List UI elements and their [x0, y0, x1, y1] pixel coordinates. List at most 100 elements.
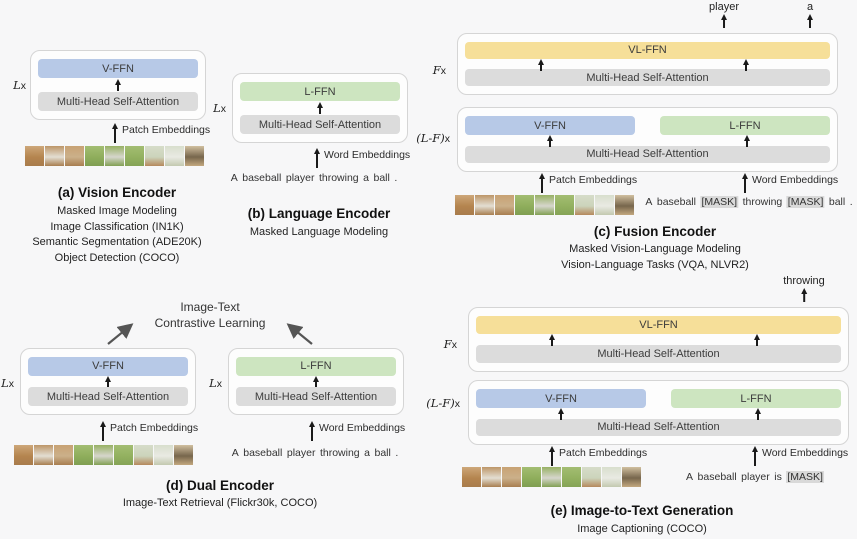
up-arrow-icon	[316, 102, 324, 114]
word-token: ball	[828, 196, 846, 208]
image-patch	[165, 146, 184, 166]
image-patch	[94, 445, 113, 465]
image-patch	[542, 467, 561, 487]
image-patch	[185, 146, 204, 166]
layer-multiplier-c-bottom: (L-F)x	[402, 131, 450, 145]
multiplier-times: x	[20, 80, 26, 92]
word-token: baseball	[242, 172, 282, 184]
l-ffn-label: L-FFN	[729, 119, 761, 132]
up-arrow-icon	[308, 421, 316, 441]
panel-c-title: (c) Fusion Encoder	[593, 224, 717, 239]
image-patch	[85, 146, 104, 166]
image-patch	[622, 467, 641, 487]
word-token: .	[395, 447, 399, 459]
vl-ffn-box: VL-FFN	[476, 316, 841, 334]
dual-vision-encoder-block: V-FFN Multi-Head Self-Attention	[20, 348, 196, 415]
generation-top-block-e: VL-FFN Multi-Head Self-Attention	[468, 307, 849, 372]
mhsa-label: Multi-Head Self-Attention	[597, 421, 720, 434]
image-patch	[54, 445, 73, 465]
panel-d-subtitle: Image-Text Retrieval (Flickr30k, COCO)	[123, 496, 317, 512]
v-ffn-box: V-FFN	[38, 59, 198, 78]
image-patch	[462, 467, 481, 487]
patch-embeddings-label: Patch Embeddings	[559, 447, 648, 459]
patch-embeddings-label: Patch Embeddings	[110, 422, 199, 434]
image-patch	[14, 445, 33, 465]
word-token: baseball	[243, 447, 283, 459]
up-arrow-icon	[743, 135, 751, 147]
word-token: .	[394, 172, 398, 184]
multiplier-variable: (L-F)	[416, 131, 445, 145]
multiplier-variable: L	[213, 101, 221, 115]
output-word-label: a	[806, 1, 814, 13]
word-embeddings-e: Word Embeddings	[751, 446, 848, 466]
mhsa-box: Multi-Head Self-Attention	[465, 145, 830, 163]
output-word-label: throwing	[783, 275, 825, 287]
image-patch	[575, 195, 594, 215]
word-token: A	[230, 172, 238, 184]
mhsa-label: Multi-Head Self-Attention	[56, 95, 180, 108]
output-word-player: player	[709, 1, 739, 28]
word-embeddings-d: Word Embeddings	[308, 421, 405, 441]
up-arrow-icon	[720, 14, 728, 28]
ffn-row: V-FFN L-FFN	[476, 389, 841, 408]
arrow-row	[476, 333, 841, 346]
up-arrow-icon	[312, 375, 320, 388]
subtitle-line: Image Captioning (COCO)	[577, 523, 707, 535]
image-patch	[455, 195, 474, 215]
arrow-row	[465, 135, 830, 147]
objective-line: Image-Text	[180, 300, 240, 314]
up-arrow-icon	[313, 148, 321, 168]
word-token: player	[741, 471, 770, 483]
up-arrow-icon	[741, 173, 749, 193]
image-patch	[105, 146, 124, 166]
word-token: player	[286, 447, 316, 459]
mhsa-box: Multi-Head Self-Attention	[465, 69, 830, 86]
up-arrow-icon	[753, 333, 761, 346]
multiplier-variable: L	[1, 376, 9, 390]
image-patch	[74, 445, 93, 465]
patch-strip	[25, 146, 204, 166]
vision-encoder-block: V-FFN Multi-Head Self-Attention	[30, 50, 206, 120]
word-token: ball	[373, 172, 390, 184]
subtitle-line: Image Classification (IN1K)	[50, 220, 184, 233]
up-arrow-icon	[800, 288, 808, 302]
word-embeddings-b: Word Embeddings	[313, 148, 410, 168]
multiplier-times: x	[454, 398, 460, 410]
layer-multiplier-a: Lx	[2, 78, 26, 92]
multiplier-times: x	[8, 378, 14, 390]
fusion-bottom-block-c: V-FFN L-FFN Multi-Head Self-Attention	[457, 107, 838, 172]
up-arrow-icon	[104, 375, 112, 388]
word-embeddings-label: Word Embeddings	[319, 422, 406, 434]
multiplier-variable: (L-F)	[426, 396, 455, 410]
word-token: is	[774, 471, 782, 483]
up-arrow-icon	[751, 446, 759, 466]
contrastive-objective-label: Image-Text Contrastive Learning	[155, 300, 266, 331]
mhsa-label: Multi-Head Self-Attention	[258, 118, 382, 131]
v-ffn-box: V-FFN	[476, 389, 646, 408]
panel-c-subtitle: Masked Vision-Language Modeling Vision-L…	[561, 242, 749, 273]
output-word-a: a	[806, 1, 814, 28]
image-patch	[475, 195, 494, 215]
patch-strip	[462, 467, 641, 487]
image-patch	[562, 467, 581, 487]
arrow-row	[476, 408, 841, 420]
layer-multiplier-d-right: Lx	[198, 376, 222, 390]
up-arrow-icon	[537, 58, 545, 71]
multiplier-times: x	[216, 378, 222, 390]
image-patch	[114, 445, 133, 465]
panel-a-title: (a) Vision Encoder	[57, 185, 177, 200]
v-ffn-box: V-FFN	[465, 116, 635, 135]
multiplier-times: x	[220, 103, 226, 115]
mhsa-label: Multi-Head Self-Attention	[254, 390, 378, 403]
contrastive-arrows-icon	[107, 323, 313, 345]
panel-d-title: (d) Dual Encoder	[165, 478, 275, 493]
image-patch	[602, 467, 621, 487]
panel-a-subtitle: Masked Image Modeling Image Classificati…	[32, 204, 201, 266]
generation-bottom-block-e: V-FFN L-FFN Multi-Head Self-Attention	[468, 380, 849, 445]
v-ffn-label: V-FFN	[545, 392, 577, 405]
image-patch	[134, 445, 153, 465]
mask-token: [MASK]	[700, 196, 739, 208]
dual-language-encoder-block: L-FFN Multi-Head Self-Attention	[228, 348, 404, 415]
image-patch	[154, 445, 173, 465]
